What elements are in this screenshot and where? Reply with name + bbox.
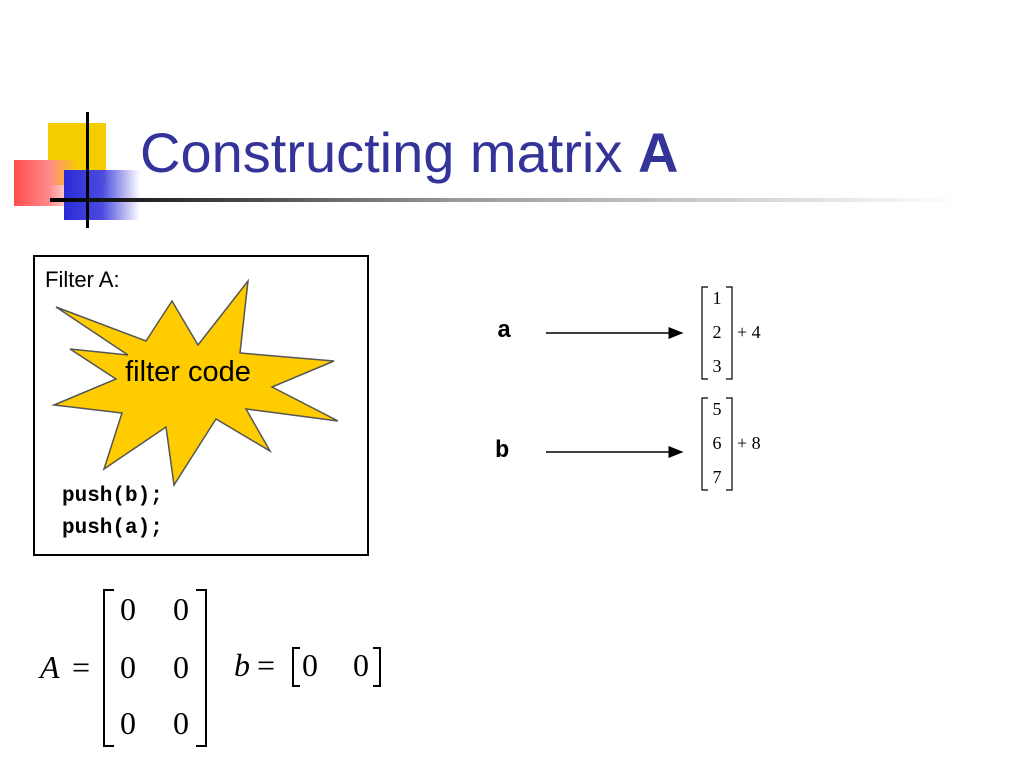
vector-b-cell: 0 (353, 647, 369, 683)
starburst-text: filter code (125, 356, 251, 388)
matrix-a-cell: 0 (173, 649, 189, 685)
vector-b-offset: + 8 (737, 433, 761, 453)
title-decoration-blue-bar (64, 170, 140, 220)
vector-a-entry: 2 (713, 322, 722, 342)
slide-title-text: Constructing matrix (140, 121, 638, 184)
vector-b-entry: 5 (713, 399, 722, 419)
matrix-a-symbol: A (38, 649, 60, 685)
matrix-a-equation: A = 0 0 0 0 0 0 (38, 589, 207, 747)
slide-title: Constructing matrix A (140, 122, 678, 184)
matrix-a-cell: 0 (120, 705, 136, 741)
matrix-a-cell: 0 (120, 591, 136, 627)
vector-b-equals: = (257, 647, 275, 683)
matrix-a-cell: 0 (173, 705, 189, 741)
variable-b-label: b (495, 438, 510, 465)
matrix-a-cell: 0 (120, 649, 136, 685)
vector-a: 1 2 3 + 4 (701, 286, 761, 380)
filter-label: Filter A: (45, 267, 120, 292)
starburst-shape: filter code (51, 279, 338, 488)
slide-title-bold: A (637, 121, 679, 184)
vector-b: 5 6 7 + 8 (701, 397, 761, 491)
vector-a-entry: 3 (713, 356, 722, 376)
title-underline (50, 198, 960, 202)
title-decoration-vertical-line (86, 112, 89, 228)
code-line-push-b: push(b); (62, 485, 163, 508)
filter-box: Filter A: filter code push(b); push(a); (33, 255, 369, 556)
vector-b-equation: b = 0 0 (234, 647, 381, 687)
starburst-polygon (51, 279, 338, 488)
vector-a-offset: + 4 (737, 322, 761, 342)
code-line-push-a: push(a); (62, 517, 163, 540)
vector-b-entry: 7 (713, 467, 722, 487)
vector-a-entry: 1 (713, 288, 722, 308)
matrix-a-cell: 0 (173, 591, 189, 627)
vector-b-cell: 0 (302, 647, 318, 683)
variable-a-label: a (497, 318, 512, 345)
vector-b-entry: 6 (713, 433, 722, 453)
matrix-a-equals: = (72, 649, 90, 685)
code-block: push(b); push(a); (62, 481, 163, 545)
vector-b-symbol: b (234, 647, 250, 683)
